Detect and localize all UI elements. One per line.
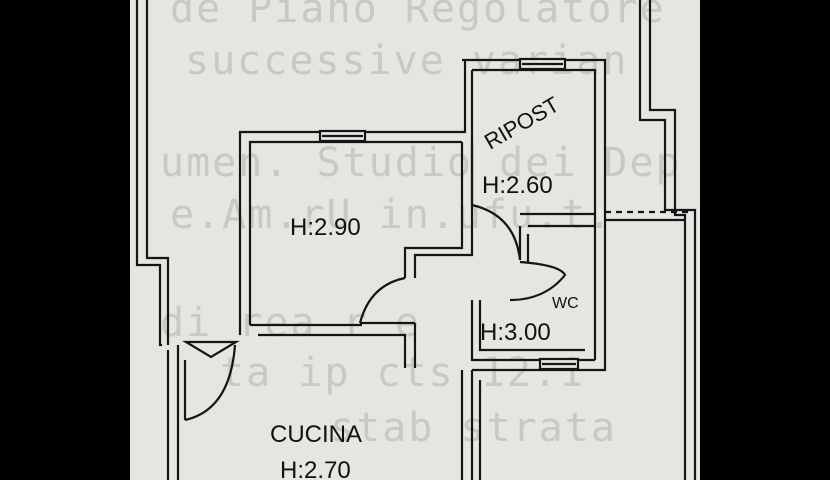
wc-wall-left-outer (478, 300, 585, 352)
outer-wall-left (135, 0, 162, 347)
door-arc-ripost (471, 203, 522, 261)
ripost-name-label: RIPOST (480, 92, 563, 155)
outer-wall-left-inner (145, 0, 170, 345)
room1-bottom-wall-outer (258, 333, 407, 368)
background-text-line-1: de Piano Regolatore (170, 0, 666, 32)
ripost-height-label: H:2.60 (482, 172, 553, 199)
outer-wall-right-inner (648, 0, 687, 480)
entry-triangle-icon (182, 340, 240, 359)
room1-right-wall-outer (413, 142, 474, 278)
room1-wall-outer (238, 60, 467, 335)
room1-height-label: H:2.90 (290, 214, 361, 241)
background-text-line-6: ta ip cts 12.1 (220, 350, 586, 396)
wc-height-label: H:3.00 (480, 319, 551, 346)
room1-right-wall (403, 142, 464, 278)
ripost-wall-inner (472, 68, 597, 360)
cucina-name-label: CUCINA (270, 421, 362, 448)
background-text-line-3: umen. Studio dei Dep (160, 140, 682, 186)
door-arc-wc (509, 260, 567, 302)
door-arc-room1 (358, 276, 406, 324)
cucina-height-label: H:2.70 (280, 457, 351, 480)
outer-wall-right (638, 0, 697, 480)
door-arc-cucina (184, 344, 237, 422)
room1-wall-inner (248, 140, 462, 325)
wc-name-label: WC (552, 295, 579, 312)
